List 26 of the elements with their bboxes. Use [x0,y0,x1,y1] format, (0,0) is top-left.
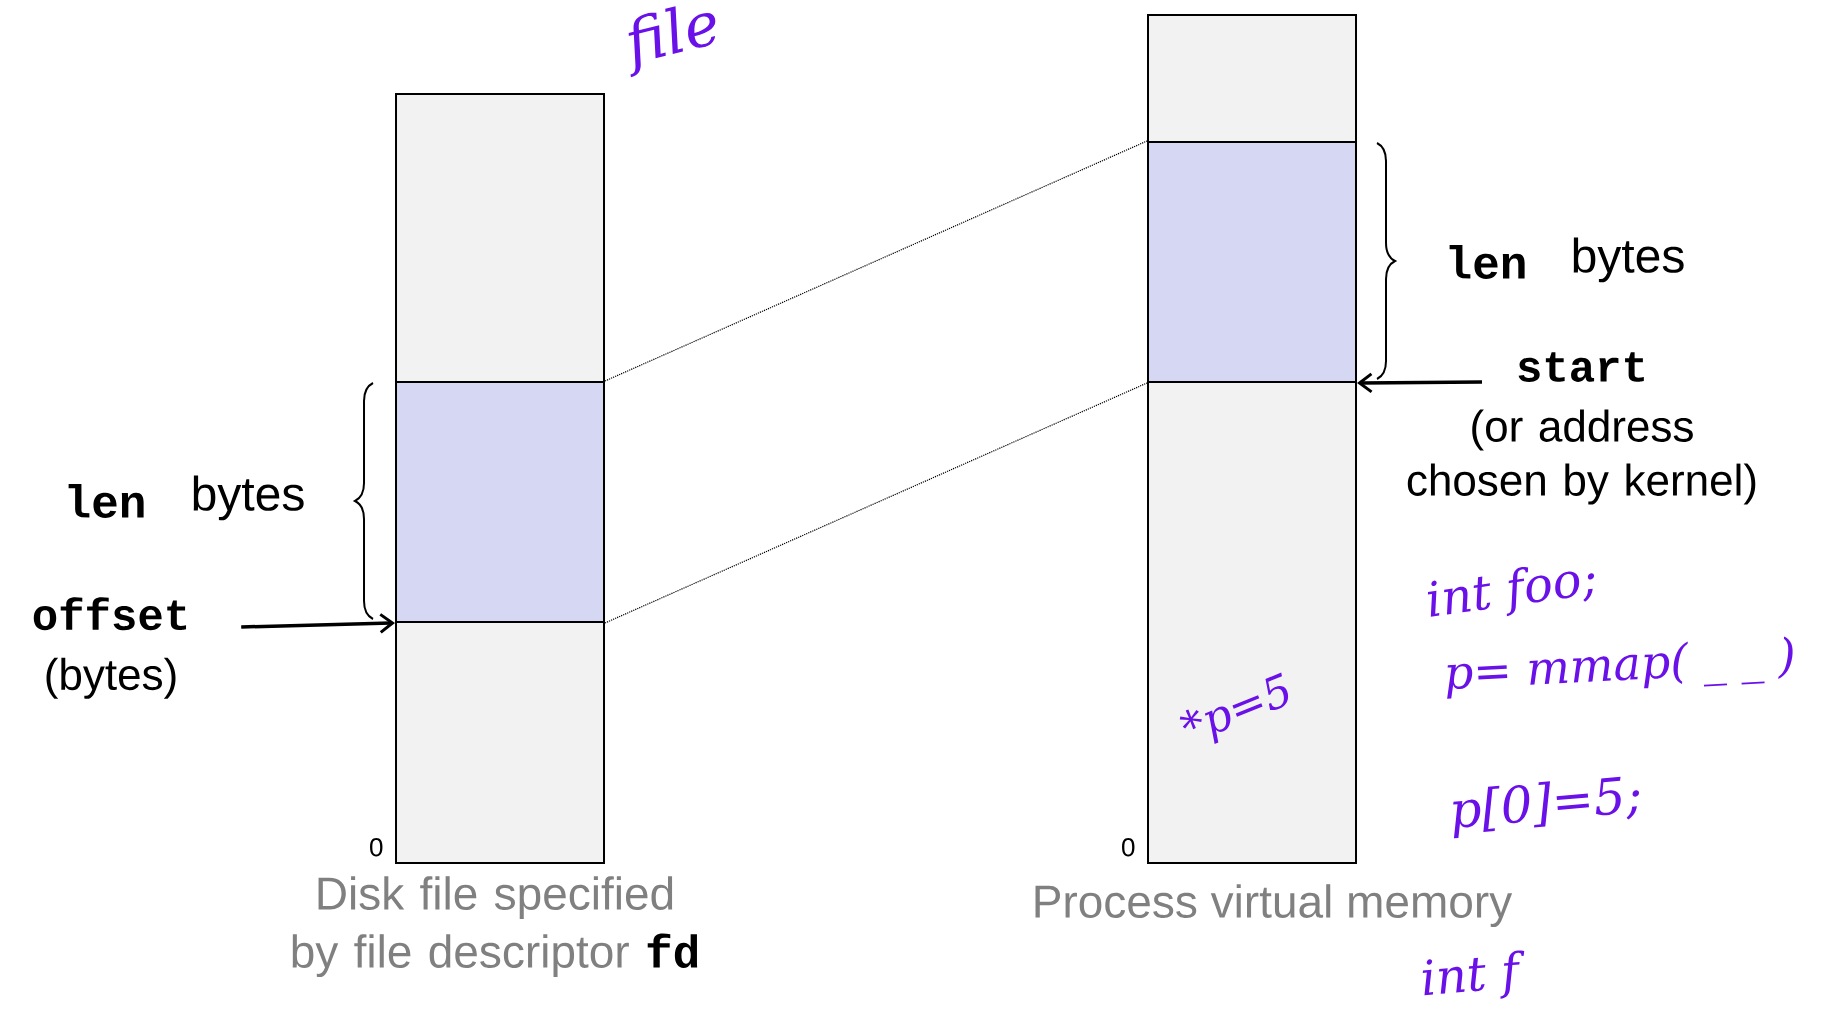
memory-region [1147,381,1357,864]
code-text: len [68,484,144,518]
memory-region [395,381,605,623]
dotted-line [604,140,1148,382]
annotation-text: bytes [193,475,304,521]
handwritten-note: file [628,6,716,78]
dotted-line [604,382,1148,624]
axis-origin-label: 0 [1122,838,1135,857]
arrow [241,613,395,634]
handwritten-note: int f [1422,950,1525,999]
handwritten-note: p= mmap( _ _ ) [1447,636,1793,699]
annotation-text: start (or address chosen by kernel) [1407,352,1756,505]
code-text: len [1449,245,1525,279]
annotation-text: offset (bytes) [33,597,187,699]
memory-region [1147,14,1357,143]
axis-origin-label: 0 [370,838,383,857]
handwritten-note: *p=5 [1179,672,1289,744]
caption-text: Disk file specified by file descriptor fd [292,876,698,978]
memory-region [395,621,605,864]
handwritten-note: p[0]=5; [1453,776,1640,839]
caption-text: Process virtual memory [1035,884,1513,928]
memory-region [1147,141,1357,383]
memory-region [395,93,605,383]
arrow [1357,372,1483,394]
annotation-text: bytes [1573,237,1684,283]
handwritten-note: int foo; [1427,566,1595,617]
